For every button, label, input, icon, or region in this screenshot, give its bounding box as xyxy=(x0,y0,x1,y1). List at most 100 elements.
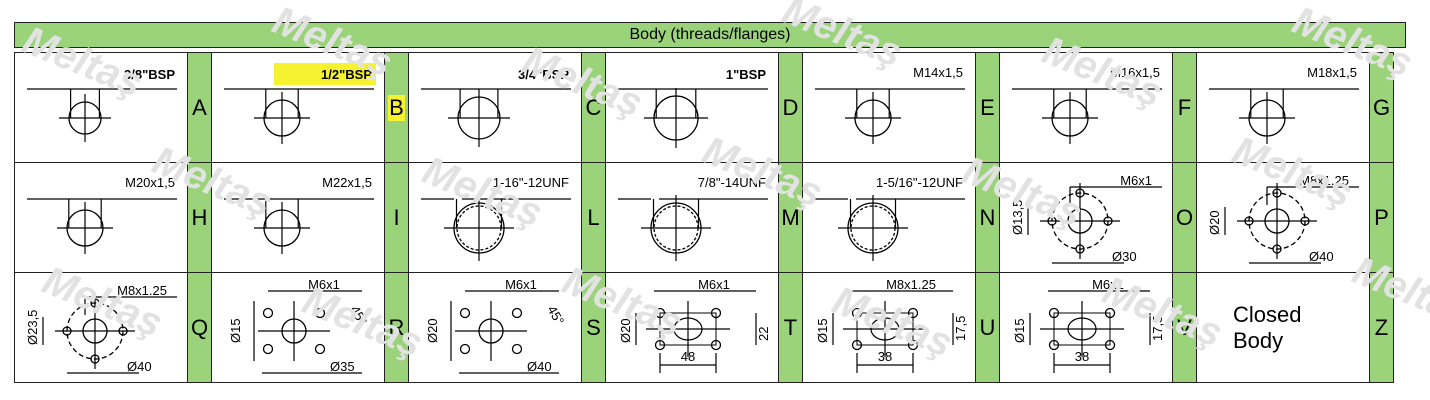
option-code-p[interactable]: P xyxy=(1369,162,1394,273)
option-code-h[interactable]: H xyxy=(187,162,212,273)
body-drawing: M16x1,5 xyxy=(1012,65,1162,144)
option-code-b[interactable]: B xyxy=(384,52,409,163)
body-drawing: M14x1,5 xyxy=(815,65,965,144)
option-code-q[interactable]: Q xyxy=(187,272,212,383)
option-cell-g[interactable]: M18x1,5 xyxy=(1196,52,1370,163)
option-code-letter: M xyxy=(781,204,800,230)
body-drawing: M22x1,5 xyxy=(224,175,374,254)
option-code-i[interactable]: I xyxy=(384,162,409,273)
dimension-2: Ø35 xyxy=(330,359,355,374)
option-cell-b[interactable]: 1/2"BSP xyxy=(211,52,385,163)
thread-label: 3/8"BSP xyxy=(124,67,175,82)
option-code-v[interactable]: V xyxy=(1172,272,1197,383)
dimension-1: Ø15 xyxy=(228,318,243,343)
option-code-z[interactable]: Z xyxy=(1369,272,1394,383)
dimension-3: 17,5 xyxy=(953,316,968,341)
body-drawing: 1/2"BSP xyxy=(224,63,376,144)
option-code-letter: C xyxy=(585,94,602,120)
dimension-1: Ø20 xyxy=(425,318,440,343)
option-code-letter: P xyxy=(1374,204,1389,230)
option-code-g[interactable]: G xyxy=(1369,52,1394,163)
bolt-hole xyxy=(511,343,523,355)
option-code-letter: V xyxy=(1177,314,1192,340)
option-code-u[interactable]: U xyxy=(975,272,1000,383)
dimension-1: Ø20 xyxy=(1207,210,1222,235)
option-code-letter: G xyxy=(1372,94,1391,120)
option-cell-l[interactable]: 1-16"-12UNF xyxy=(408,162,582,273)
option-code-letter: B xyxy=(388,94,405,121)
bolt-hole xyxy=(851,339,863,351)
thread-label: 1-5/16"-12UNF xyxy=(876,175,963,190)
body-drawing: 3/4"BSP xyxy=(421,67,571,147)
bolt-hole xyxy=(710,307,722,319)
option-code-f[interactable]: F xyxy=(1172,52,1197,163)
body-drawing: 1-5/16"-12UNF xyxy=(815,175,965,261)
body-drawing: 7/8"-14UNF xyxy=(618,175,768,261)
flange-label: M6x1 xyxy=(698,277,730,292)
dimension-1: Ø20 xyxy=(618,318,633,343)
thread-label: 1/2"BSP xyxy=(321,67,372,82)
bolt-hole xyxy=(459,343,471,355)
flange-label: M8x1.25 xyxy=(117,283,167,298)
angle-label: 45° xyxy=(347,303,370,328)
dimension-1: Ø23,5 xyxy=(25,310,40,345)
option-code-l[interactable]: L xyxy=(581,162,606,273)
option-cell-c[interactable]: 3/4"BSP xyxy=(408,52,582,163)
option-cell-n[interactable]: 1-5/16"-12UNF xyxy=(802,162,976,273)
option-code-a[interactable]: A xyxy=(187,52,212,163)
option-code-o[interactable]: O xyxy=(1172,162,1197,273)
option-cell-i[interactable]: M22x1,5 xyxy=(211,162,385,273)
option-code-n[interactable]: N xyxy=(975,162,1000,273)
option-code-t[interactable]: T xyxy=(778,272,803,383)
flange-label: M8x1.25 xyxy=(886,277,936,292)
dimension-1: Ø13,5 xyxy=(1010,200,1025,235)
bolt-hole xyxy=(710,339,722,351)
option-code-d[interactable]: D xyxy=(778,52,803,163)
option-cell-d[interactable]: 1"BSP xyxy=(605,52,779,163)
bolt-hole xyxy=(262,307,274,319)
dimension-2: Ø40 xyxy=(527,359,552,374)
bolt-hole xyxy=(1104,339,1116,351)
flange-label: M6x1 xyxy=(505,277,537,292)
bolt-hole xyxy=(262,343,274,355)
closed-body-text: Body xyxy=(1233,327,1284,353)
option-code-s[interactable]: S xyxy=(581,272,606,383)
dimension-1: Ø15 xyxy=(815,318,830,343)
dimension-2: 38 xyxy=(878,349,892,364)
option-code-r[interactable]: R xyxy=(384,272,409,383)
option-code-letter: E xyxy=(980,94,995,120)
body-drawing: 3/8"BSP xyxy=(27,67,177,142)
option-cell-m[interactable]: 7/8"-14UNF xyxy=(605,162,779,273)
dimension-2: 38 xyxy=(1075,349,1089,364)
option-cell-a[interactable]: 3/8"BSP xyxy=(14,52,188,163)
option-code-c[interactable]: C xyxy=(581,52,606,163)
option-cell-f[interactable]: M16x1,5 xyxy=(999,52,1173,163)
closed-body-text: Closed xyxy=(1233,301,1302,327)
thread-label: M16x1,5 xyxy=(1110,65,1160,80)
option-code-e[interactable]: E xyxy=(975,52,1000,163)
option-code-m[interactable]: M xyxy=(778,162,803,273)
option-code-letter: R xyxy=(388,314,405,340)
dimension-2: Ø40 xyxy=(1309,249,1334,264)
bolt-hole xyxy=(314,307,326,319)
option-cell-h[interactable]: M20x1,5 xyxy=(14,162,188,273)
body-drawing: 1-16"-12UNF xyxy=(421,175,571,261)
option-cell-e[interactable]: M14x1,5 xyxy=(802,52,976,163)
